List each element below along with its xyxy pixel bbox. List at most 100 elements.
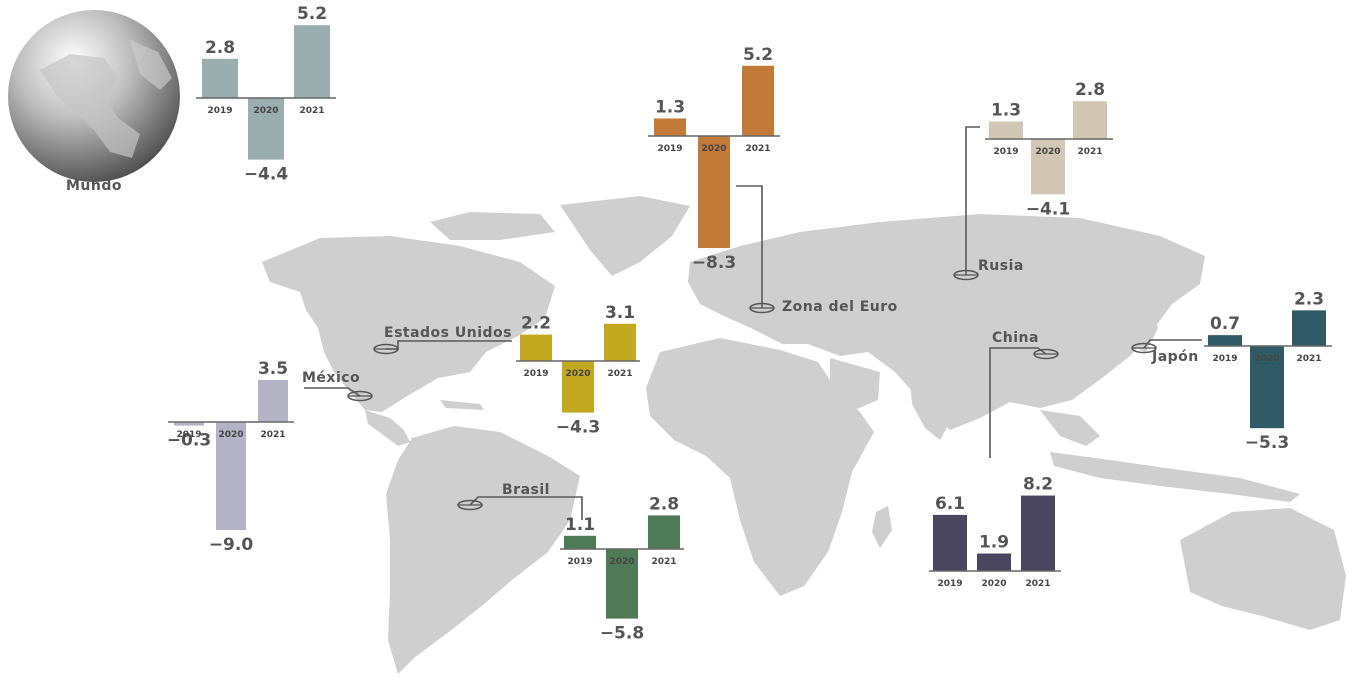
globe-continent [40, 54, 140, 158]
bar-china-2019 [933, 514, 967, 571]
bar-japon-2021 [1292, 310, 1326, 346]
map-southeast-asia [1040, 410, 1100, 446]
year-label-zona-del-euro-2020: 2020 [701, 144, 726, 154]
year-label-estados-unidos-2021: 2021 [607, 369, 632, 379]
bar-estados-unidos-2019 [520, 334, 552, 361]
bar-china-2020 [977, 553, 1011, 571]
leader-line-zona-del-euro [736, 185, 763, 308]
year-label-mexico-2021: 2021 [260, 430, 285, 440]
value-label-mexico-2020: −9.0 [209, 535, 254, 555]
value-label-zona-del-euro-2019: 1.3 [655, 97, 685, 117]
map-greenland [560, 196, 690, 276]
location-marker-estados-unidos [373, 343, 399, 355]
location-marker-japon [1131, 342, 1157, 354]
map-north-america [262, 236, 555, 412]
location-marker-zona-del-euro [749, 302, 775, 314]
region-label-mundo: Mundo [66, 178, 122, 194]
region-label-estados-unidos: Estados Unidos [384, 325, 512, 341]
mundo-globe [8, 10, 180, 182]
value-label-mexico-2021: 3.5 [258, 359, 288, 379]
location-marker-mexico [347, 390, 373, 402]
leader-line-rusia [965, 126, 980, 275]
bar-rusia-2021 [1073, 101, 1107, 139]
map-south-america [386, 426, 580, 674]
leader-line-japon [1143, 339, 1202, 349]
bar-zona-del-euro-2020 [698, 136, 730, 249]
year-label-china-2021: 2021 [1025, 579, 1050, 589]
year-label-brasil-2019: 2019 [567, 557, 592, 567]
year-label-estados-unidos-2019: 2019 [523, 369, 548, 379]
year-label-zona-del-euro-2021: 2021 [745, 144, 770, 154]
year-label-mundo-2019: 2019 [207, 106, 232, 116]
map-japan [1136, 310, 1158, 352]
value-label-china-2019: 6.1 [935, 494, 965, 514]
region-label-japon: Japón [1151, 349, 1199, 365]
location-marker-china [1033, 348, 1059, 360]
value-label-china-2021: 8.2 [1023, 475, 1053, 495]
value-label-rusia-2020: −4.1 [1026, 199, 1070, 219]
value-label-brasil-2021: 2.8 [649, 494, 679, 514]
bar-rusia-2020 [1031, 139, 1065, 195]
value-label-estados-unidos-2021: 3.1 [605, 303, 635, 323]
year-label-china-2019: 2019 [937, 579, 962, 589]
value-label-japon-2019: 0.7 [1210, 314, 1240, 334]
bar-japon-2020 [1250, 346, 1284, 429]
value-label-brasil-2020: −5.8 [600, 624, 644, 644]
year-label-brasil-2021: 2021 [651, 557, 676, 567]
value-label-rusia-2021: 2.8 [1075, 80, 1105, 100]
chart-estados-unidos: 2.2 2019 −4.3 2020 3.1 2021 Estados Unidos [373, 303, 640, 438]
bar-mundo-2019 [202, 58, 238, 98]
chart-brasil: 1.1 2019 −5.8 2020 2.8 2021 Brasil [457, 482, 684, 644]
region-label-zona-del-euro: Zona del Euro [782, 299, 898, 315]
globe-continent-2 [130, 40, 172, 90]
bar-estados-unidos-2021 [604, 323, 636, 361]
value-label-estados-unidos-2020: −4.3 [556, 418, 600, 438]
value-label-zona-del-euro-2021: 5.2 [743, 45, 773, 65]
year-label-brasil-2020: 2020 [609, 557, 634, 567]
bar-brasil-2020 [606, 549, 638, 619]
bar-mundo-2020 [248, 98, 284, 160]
year-label-mexico-2019: 2019 [176, 430, 201, 440]
year-label-china-2020: 2020 [981, 579, 1006, 589]
value-label-japon-2020: −5.3 [1245, 433, 1289, 453]
map-central-america [365, 410, 410, 446]
year-label-estados-unidos-2020: 2020 [565, 369, 590, 379]
map-eurasia [688, 214, 1205, 430]
bar-mexico-2021 [258, 380, 288, 422]
bar-japon-2019 [1208, 335, 1242, 346]
bar-mundo-2021 [294, 25, 330, 99]
region-label-brasil: Brasil [502, 482, 550, 498]
map-caribbean [440, 400, 484, 410]
value-label-estados-unidos-2019: 2.2 [521, 314, 551, 334]
bar-china-2021 [1021, 495, 1055, 571]
map-indonesia [1050, 452, 1300, 502]
year-label-japon-2019: 2019 [1212, 354, 1237, 364]
bar-estados-unidos-2020 [562, 361, 594, 413]
bar-zona-del-euro-2019 [654, 118, 686, 136]
value-label-brasil-2019: 1.1 [565, 515, 595, 535]
year-label-japon-2021: 2021 [1296, 354, 1321, 364]
region-label-rusia: Rusia [978, 258, 1024, 274]
charts-layer: 2.82019−4.420205.22021Mundo2.22019−4.320… [66, 4, 1332, 644]
value-label-mexico-2019: −0.3 [167, 431, 211, 451]
year-label-japon-2020: 2020 [1254, 354, 1279, 364]
bar-mexico-2020 [216, 422, 246, 530]
map-arctic-islands [430, 212, 555, 240]
year-label-rusia-2019: 2019 [993, 147, 1018, 157]
map-india [910, 380, 960, 440]
location-marker-brasil [457, 499, 483, 511]
year-label-rusia-2020: 2020 [1035, 147, 1060, 157]
value-label-mundo-2019: 2.8 [205, 38, 235, 58]
map-australia [1180, 508, 1346, 630]
year-label-mexico-2020: 2020 [218, 430, 243, 440]
region-label-mexico: México [302, 370, 360, 386]
leader-line-mexico [304, 387, 361, 397]
value-label-rusia-2019: 1.3 [991, 100, 1021, 120]
